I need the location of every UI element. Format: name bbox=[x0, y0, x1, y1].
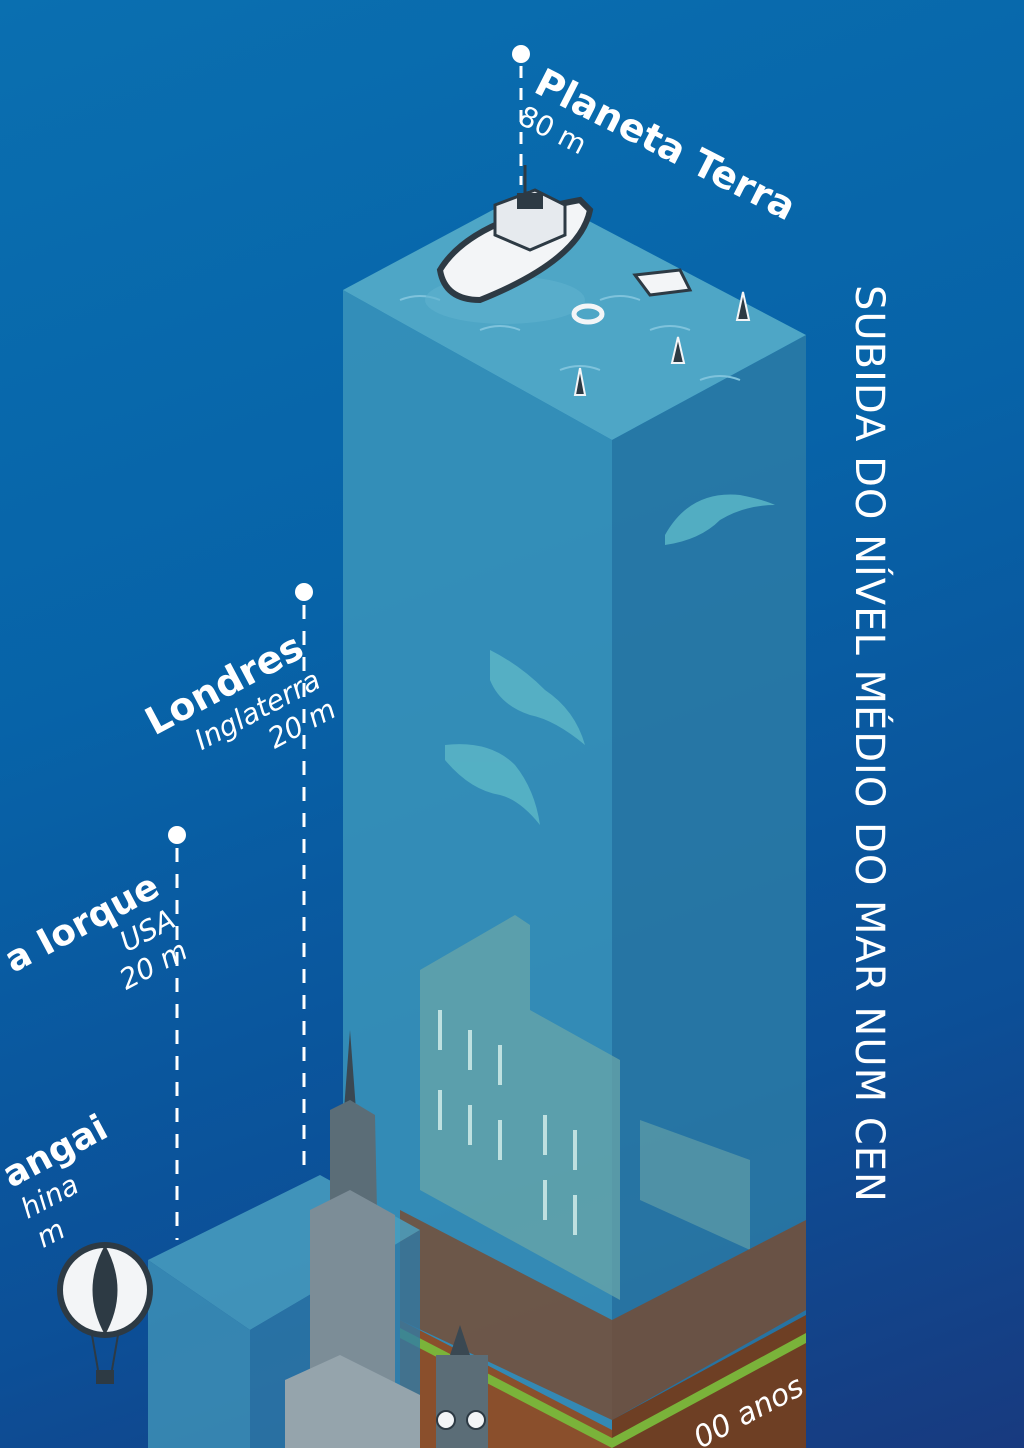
dolphin-3 bbox=[445, 744, 540, 825]
marker-pin bbox=[168, 826, 186, 844]
boat-illustration bbox=[425, 165, 594, 324]
boat-bridge bbox=[517, 193, 543, 209]
dolphins-illustration bbox=[445, 494, 775, 825]
clock-icon-2 bbox=[466, 1410, 486, 1430]
clock-tower-illustration bbox=[436, 1325, 488, 1448]
clock-icon bbox=[436, 1410, 456, 1430]
marker-londres bbox=[295, 583, 313, 1168]
vertical-title: SUBIDA DO NÍVEL MÉDIO DO MAR NUM CEN bbox=[846, 285, 892, 1203]
boat-cabin bbox=[493, 188, 567, 252]
submerged-ruins-illustration bbox=[420, 915, 750, 1300]
dolphin-2 bbox=[490, 650, 585, 745]
hot-air-balloon-illustration bbox=[57, 1242, 153, 1384]
marker-nova-iorque bbox=[168, 826, 186, 1240]
balloon-basket bbox=[96, 1370, 114, 1384]
skyscraper-illustration bbox=[285, 1030, 420, 1448]
life-ring-icon bbox=[571, 303, 605, 325]
marker-pin bbox=[295, 583, 313, 601]
jet-ski-illustration bbox=[632, 268, 693, 297]
buoy-icon bbox=[573, 291, 751, 396]
marker-pin bbox=[512, 45, 530, 63]
dolphin-1 bbox=[665, 494, 775, 545]
marker-planeta-terra bbox=[512, 45, 530, 185]
surface-ripples bbox=[399, 295, 741, 381]
